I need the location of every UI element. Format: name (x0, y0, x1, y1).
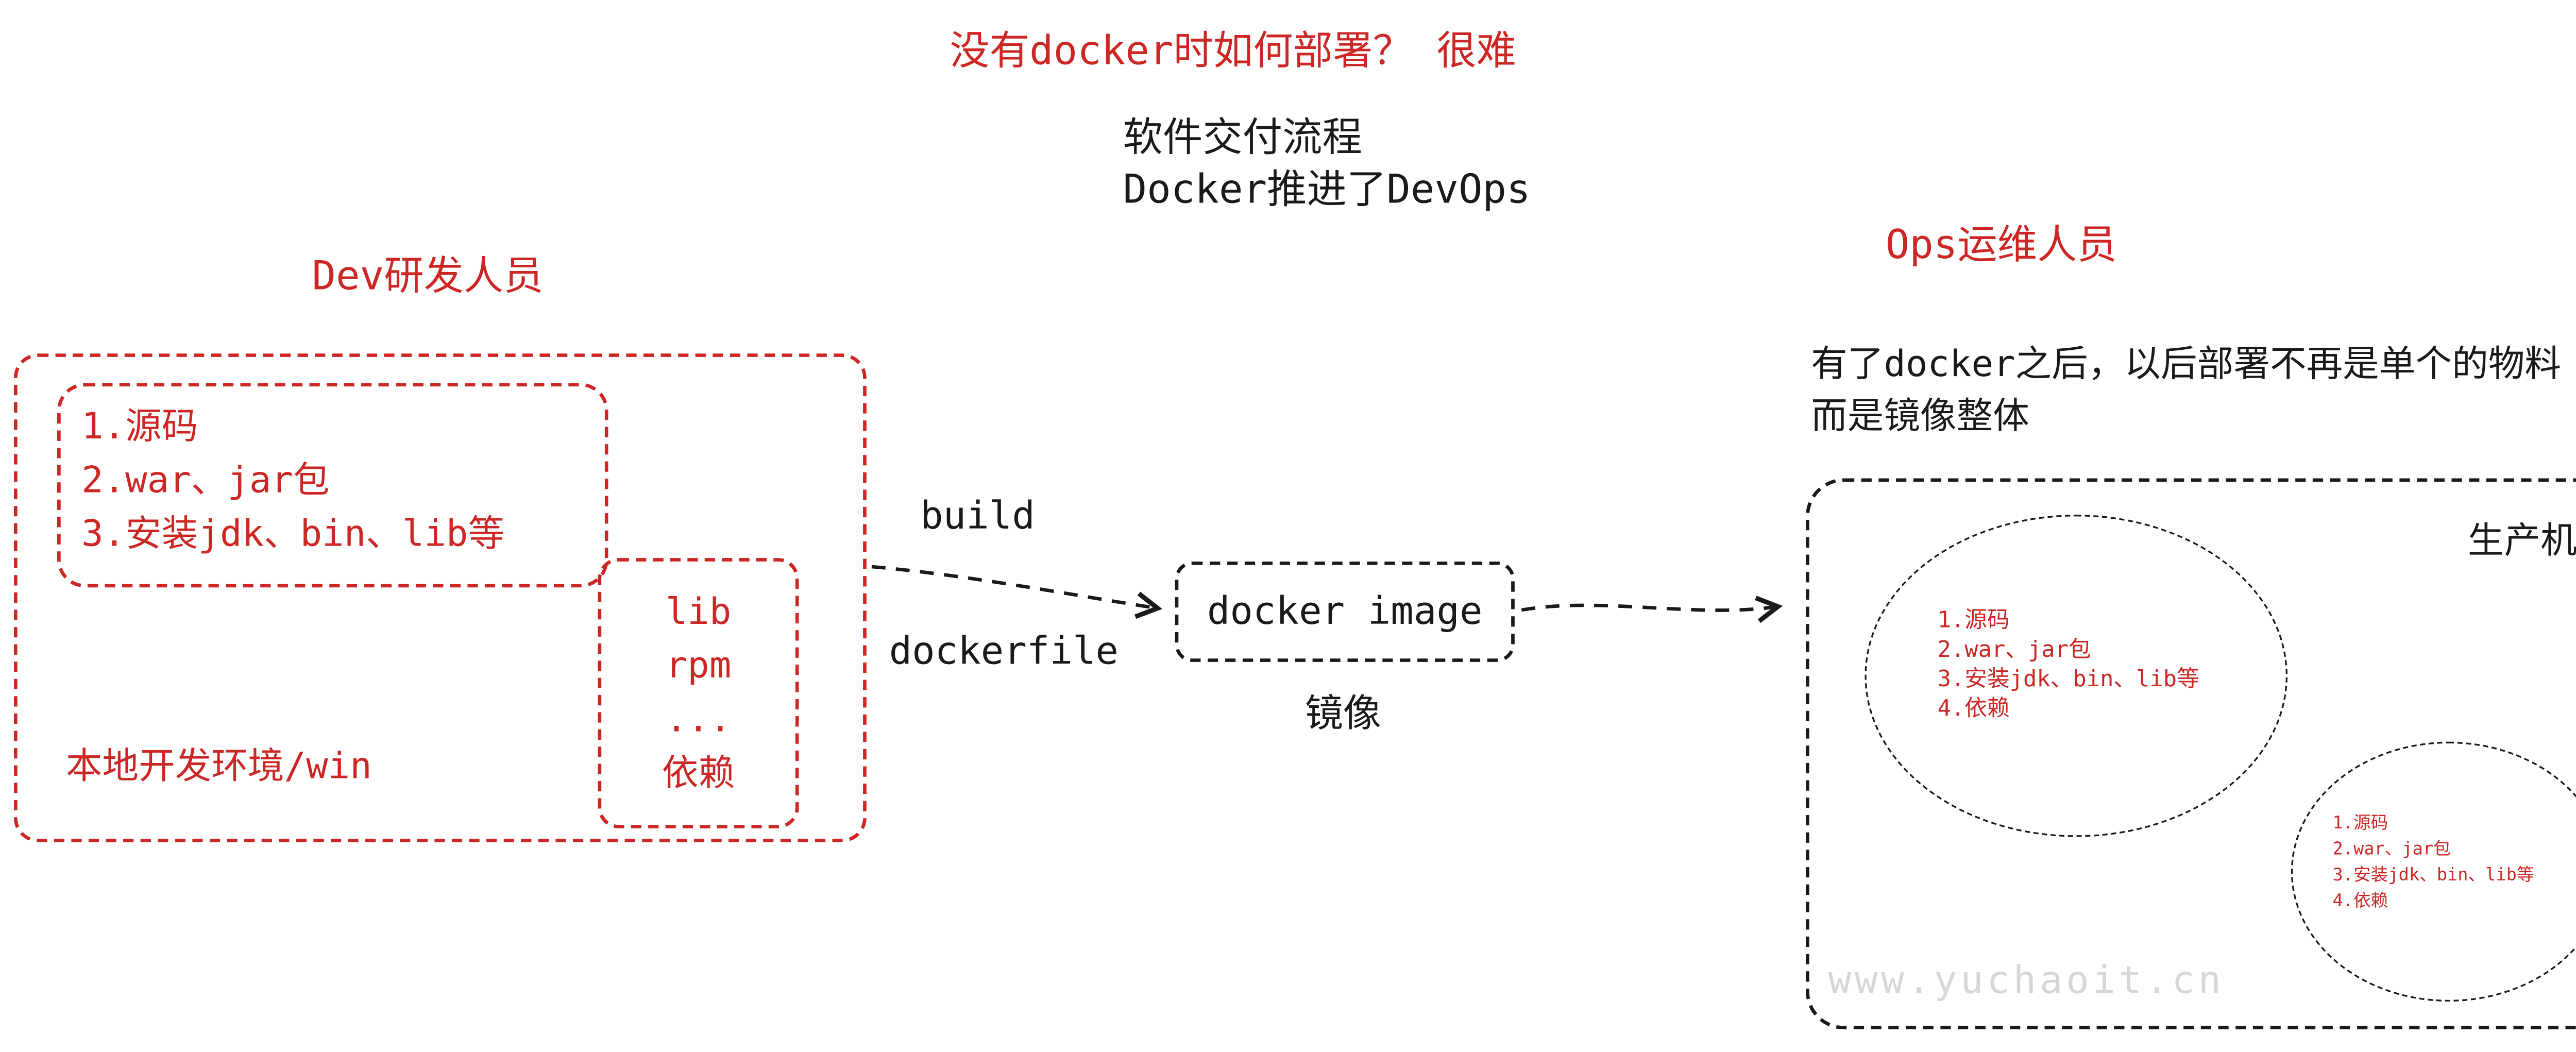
container-item: 3.安装jdk、bin、lib等 (1937, 667, 2199, 693)
ops-section-label: Ops运维人员 (1885, 223, 2117, 269)
container-item: 3.安装jdk、bin、lib等 (2332, 866, 2534, 886)
subtitle-line-1: 软件交付流程 (1123, 116, 1362, 161)
dev-artifacts-box: 1.源码 2.war、jar包 3.安装jdk、bin、lib等 (57, 383, 608, 588)
dependency-item: ... (665, 698, 732, 740)
main-title: 没有docker时如何部署？ 很难 (950, 29, 1517, 75)
dev-dependencies-box: lib rpm ... 依赖 (598, 558, 799, 828)
dependency-item: rpm (665, 644, 732, 687)
production-machine-box (1805, 478, 2576, 1030)
watermark: www.yuchaoit.cn (1828, 960, 2225, 1004)
docker-image-box: docker image (1175, 561, 1515, 662)
arrow-build (871, 565, 1163, 619)
container-item: 2.war、jar包 (2332, 840, 2451, 860)
subtitle-line-2: Docker推进了DevOps (1123, 168, 1531, 213)
ops-note-line-2: 而是镜像整体 (1811, 395, 2029, 437)
container-item: 1.源码 (1937, 608, 2010, 635)
container-item: 2.war、jar包 (1937, 637, 2091, 664)
container-item: 1.源码 (2332, 814, 2388, 834)
container-ellipse-1 (1865, 515, 2288, 837)
container-item: 4.依赖 (2332, 892, 2388, 912)
container-ellipse-2 (2291, 741, 2576, 1002)
build-label: build (920, 496, 1035, 539)
dockerfile-label: dockerfile (889, 631, 1119, 674)
production-machine-label: 生产机器 (2467, 520, 2576, 562)
container-2-items: 1.源码 2.war、jar包 3.安装jdk、bin、lib等 4.依赖 (2333, 811, 2534, 915)
artifact-item: 3.安装jdk、bin、lib等 (81, 513, 505, 555)
container-item: 4.依赖 (1937, 697, 2010, 723)
artifact-item: 1.源码 (81, 405, 198, 447)
dependency-item: lib (665, 591, 732, 633)
dependency-item: 依赖 (662, 752, 735, 794)
dev-environment-box (13, 353, 867, 842)
image-caption: 镜像 (1304, 693, 1381, 737)
artifact-item: 2.war、jar包 (81, 459, 330, 501)
ops-note-line-1: 有了docker之后，以后部署不再是单个的物料 (1811, 343, 2562, 385)
docker-image-label: docker image (1207, 590, 1483, 634)
dev-section-label: Dev研发人员 (312, 254, 544, 300)
container-1-items: 1.源码 2.war、jar包 3.安装jdk、bin、lib等 4.依赖 (1938, 606, 2199, 724)
local-env-label: 本地开发环境/win (65, 745, 372, 787)
arrow-deploy (1521, 596, 1783, 623)
